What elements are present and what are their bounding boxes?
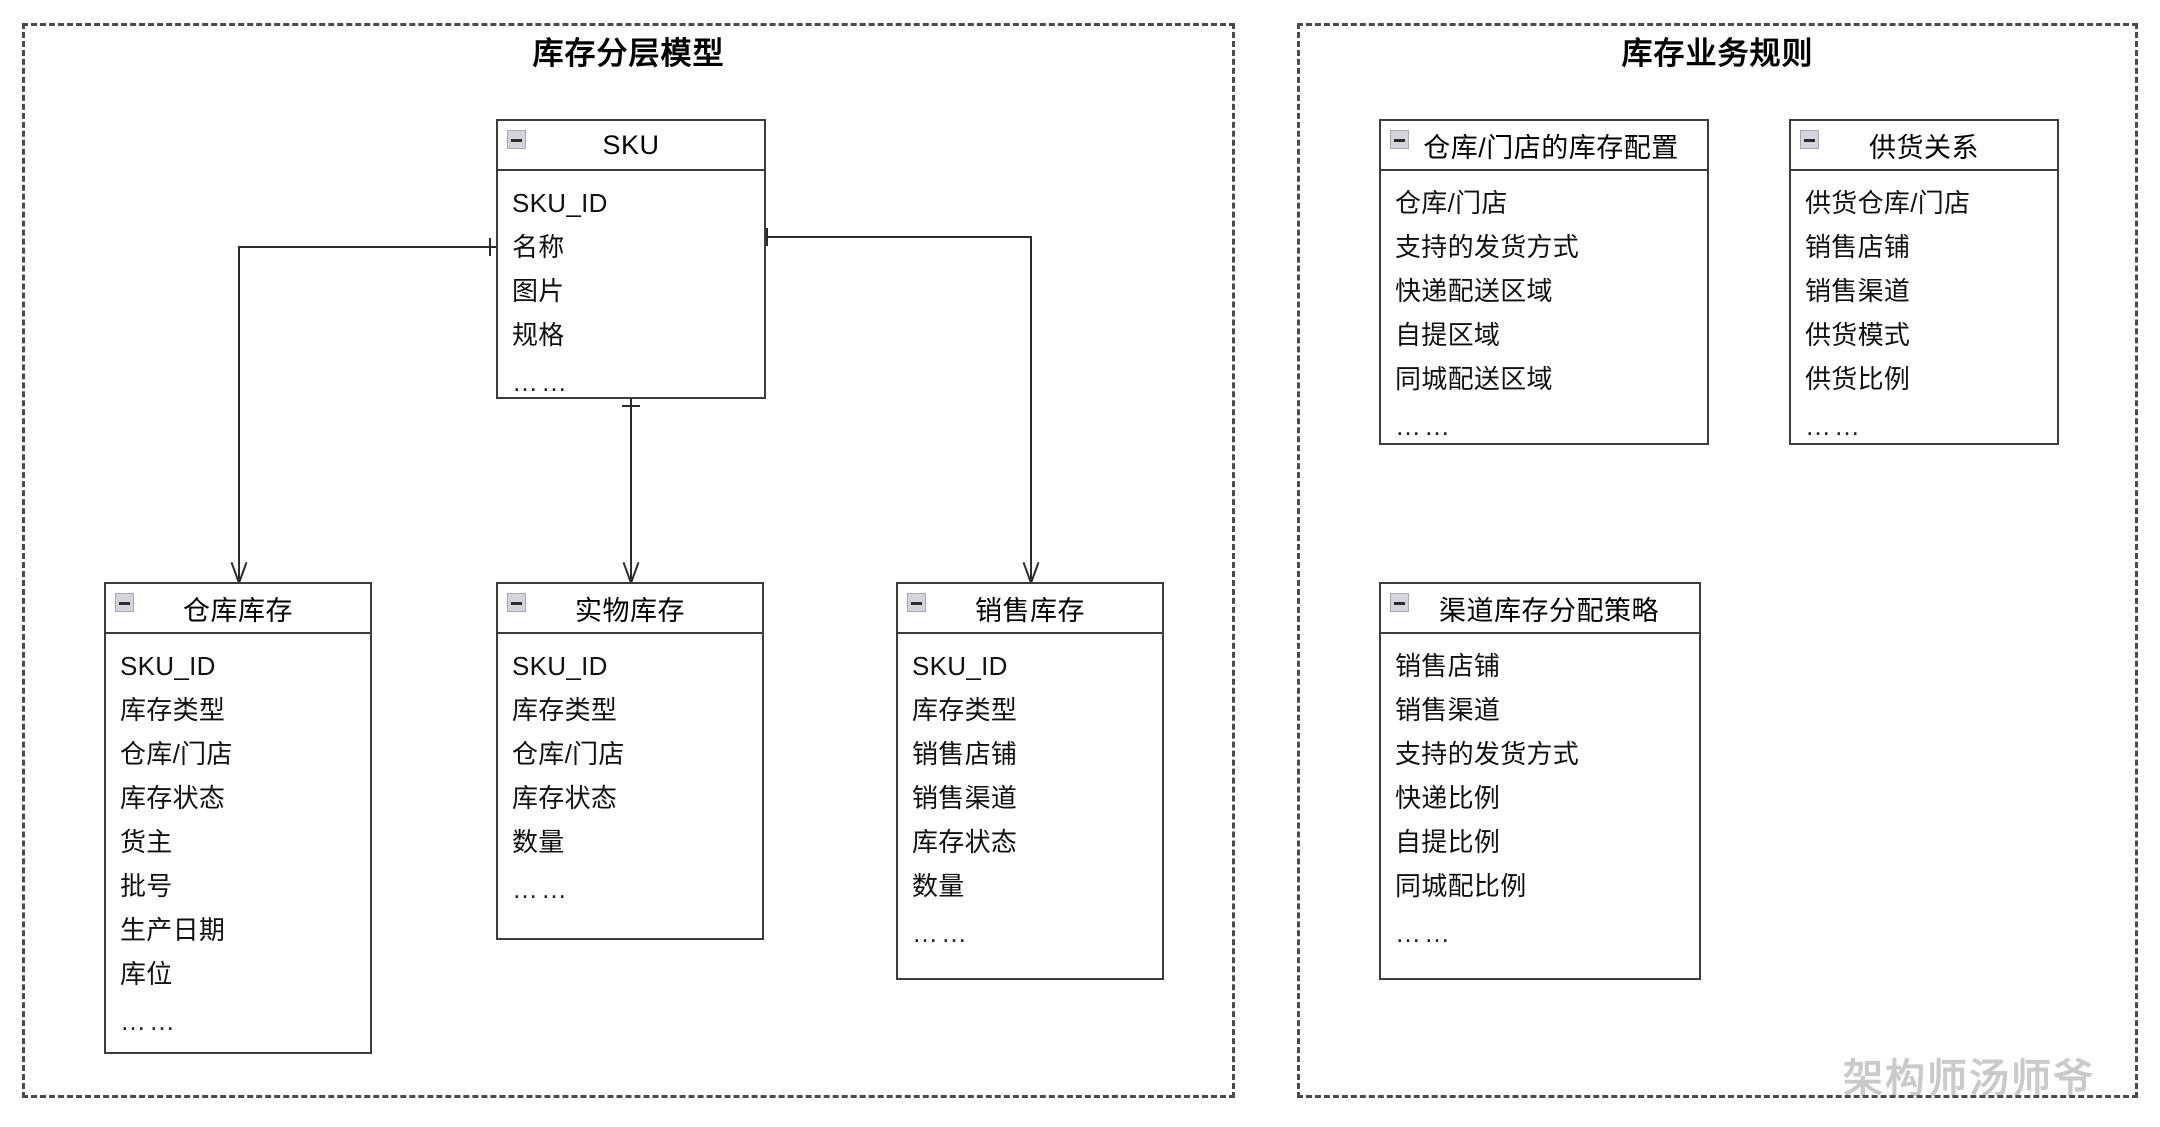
entity-sku[interactable]: SKU SKU_ID 名称 图片 规格 …… <box>496 119 766 399</box>
field-row-ellipsis: …… <box>512 367 570 397</box>
field-row: 快递比例 <box>1395 783 1501 813</box>
field-row: 生产日期 <box>120 915 226 945</box>
entity-header-physical-inventory: 实物库存 <box>498 584 762 634</box>
field-row-ellipsis: …… <box>120 1006 178 1036</box>
cardinality-many-crowfoot <box>226 561 252 584</box>
connector-sku-sales-h <box>766 236 1032 238</box>
entity-title-sku: SKU <box>602 129 660 160</box>
entity-fields-store-inventory-config: 仓库/门店 支持的发货方式 快递配送区域 自提区域 同城配送区域 …… <box>1381 171 1707 456</box>
field-row: SKU_ID <box>120 651 216 681</box>
collapse-minus-icon[interactable] <box>115 593 134 612</box>
collapse-minus-icon[interactable] <box>507 130 526 149</box>
field-row: 同城配比例 <box>1395 871 1527 901</box>
entity-header-supply-relation: 供货关系 <box>1791 121 2057 171</box>
field-row: 同城配送区域 <box>1395 364 1553 394</box>
field-row: 销售店铺 <box>1395 651 1501 681</box>
field-row: 供货仓库/门店 <box>1805 188 1971 218</box>
collapse-minus-icon[interactable] <box>1390 593 1409 612</box>
field-row: 销售渠道 <box>1805 276 1911 306</box>
field-row: 规格 <box>512 320 565 350</box>
field-row: 销售渠道 <box>912 783 1018 813</box>
field-row: 快递配送区域 <box>1395 276 1553 306</box>
field-row-ellipsis: …… <box>1395 918 1453 948</box>
field-row: 批号 <box>120 871 173 901</box>
entity-store-inventory-config[interactable]: 仓库/门店的库存配置 仓库/门店 支持的发货方式 快递配送区域 自提区域 同城配… <box>1379 119 1709 445</box>
field-row: 供货比例 <box>1805 364 1911 394</box>
connector-sku-warehouse-v <box>238 246 240 582</box>
entity-sales-inventory[interactable]: 销售库存 SKU_ID 库存类型 销售店铺 销售渠道 库存状态 数量 …… <box>896 582 1164 980</box>
field-row: 销售店铺 <box>912 739 1018 769</box>
entity-fields-channel-allocation-policy: 销售店铺 销售渠道 支持的发货方式 快递比例 自提比例 同城配比例 …… <box>1381 634 1699 963</box>
field-row: 数量 <box>912 871 965 901</box>
entity-channel-allocation-policy[interactable]: 渠道库存分配策略 销售店铺 销售渠道 支持的发货方式 快递比例 自提比例 同城配… <box>1379 582 1701 980</box>
field-row: SKU_ID <box>512 651 608 681</box>
field-row-ellipsis: …… <box>1805 411 1863 441</box>
connector-sku-sales-v <box>1030 236 1032 582</box>
panel-title-inventory-business-rules: 库存业务规则 <box>1621 36 1814 71</box>
field-row: 自提比例 <box>1395 827 1501 857</box>
field-row: 库存状态 <box>912 827 1018 857</box>
cardinality-many-crowfoot <box>1018 561 1044 584</box>
field-row: 销售渠道 <box>1395 695 1501 725</box>
collapse-minus-icon[interactable] <box>1390 130 1409 149</box>
field-row: 数量 <box>512 827 565 857</box>
connector-sku-warehouse-h <box>238 246 496 248</box>
field-row: 库存类型 <box>912 695 1018 725</box>
panel-inventory-layer-model <box>22 23 1235 1098</box>
connector-sku-physical-v <box>630 399 632 582</box>
panel-title-inventory-layer-model: 库存分层模型 <box>532 36 725 71</box>
collapse-minus-icon[interactable] <box>507 593 526 612</box>
entity-title-store-inventory-config: 仓库/门店的库存配置 <box>1423 132 1679 163</box>
field-row: 库存状态 <box>512 783 618 813</box>
field-row: 自提区域 <box>1395 320 1501 350</box>
field-row: 仓库/门店 <box>120 739 233 769</box>
field-row: 销售店铺 <box>1805 232 1911 262</box>
entity-supply-relation[interactable]: 供货关系 供货仓库/门店 销售店铺 销售渠道 供货模式 供货比例 …… <box>1789 119 2059 445</box>
entity-fields-warehouse-inventory: SKU_ID 库存类型 仓库/门店 库存状态 货主 批号 生产日期 库位 …… <box>106 634 370 1051</box>
entity-fields-physical-inventory: SKU_ID 库存类型 仓库/门店 库存状态 数量 …… <box>498 634 762 919</box>
entity-header-store-inventory-config: 仓库/门店的库存配置 <box>1381 121 1707 171</box>
entity-warehouse-inventory[interactable]: 仓库库存 SKU_ID 库存类型 仓库/门店 库存状态 货主 批号 生产日期 库… <box>104 582 372 1054</box>
field-row: 库存类型 <box>512 695 618 725</box>
field-row: SKU_ID <box>512 188 608 218</box>
entity-title-physical-inventory: 实物库存 <box>575 595 685 626</box>
collapse-minus-icon[interactable] <box>907 593 926 612</box>
field-row: 库位 <box>120 959 173 989</box>
entity-fields-sales-inventory: SKU_ID 库存类型 销售店铺 销售渠道 库存状态 数量 …… <box>898 634 1162 963</box>
entity-title-sales-inventory: 销售库存 <box>975 595 1085 626</box>
field-row: 名称 <box>512 232 565 262</box>
panel-inventory-business-rules <box>1297 23 2138 1098</box>
entity-physical-inventory[interactable]: 实物库存 SKU_ID 库存类型 仓库/门店 库存状态 数量 …… <box>496 582 764 940</box>
entity-header-sku: SKU <box>498 121 764 171</box>
cardinality-many-crowfoot <box>618 561 644 584</box>
entity-title-channel-allocation-policy: 渠道库存分配策略 <box>1439 595 1659 626</box>
field-row: 仓库/门店 <box>1395 188 1508 218</box>
entity-header-sales-inventory: 销售库存 <box>898 584 1162 634</box>
field-row-ellipsis: …… <box>512 874 570 904</box>
entity-fields-sku: SKU_ID 名称 图片 规格 …… <box>498 171 764 412</box>
entity-fields-supply-relation: 供货仓库/门店 销售店铺 销售渠道 供货模式 供货比例 …… <box>1791 171 2057 456</box>
collapse-minus-icon[interactable] <box>1800 130 1819 149</box>
field-row: 库存状态 <box>120 783 226 813</box>
field-row: 支持的发货方式 <box>1395 232 1580 262</box>
field-row-ellipsis: …… <box>912 918 970 948</box>
field-row: SKU_ID <box>912 651 1008 681</box>
entity-header-channel-allocation-policy: 渠道库存分配策略 <box>1381 584 1699 634</box>
field-row: 库存类型 <box>120 695 226 725</box>
entity-title-warehouse-inventory: 仓库库存 <box>183 595 293 626</box>
field-row: 货主 <box>120 827 173 857</box>
field-row: 支持的发货方式 <box>1395 739 1580 769</box>
entity-title-supply-relation: 供货关系 <box>1869 132 1979 163</box>
entity-header-warehouse-inventory: 仓库库存 <box>106 584 370 634</box>
field-row: 仓库/门店 <box>512 739 625 769</box>
field-row: 图片 <box>512 276 565 306</box>
field-row-ellipsis: …… <box>1395 411 1453 441</box>
field-row: 供货模式 <box>1805 320 1911 350</box>
